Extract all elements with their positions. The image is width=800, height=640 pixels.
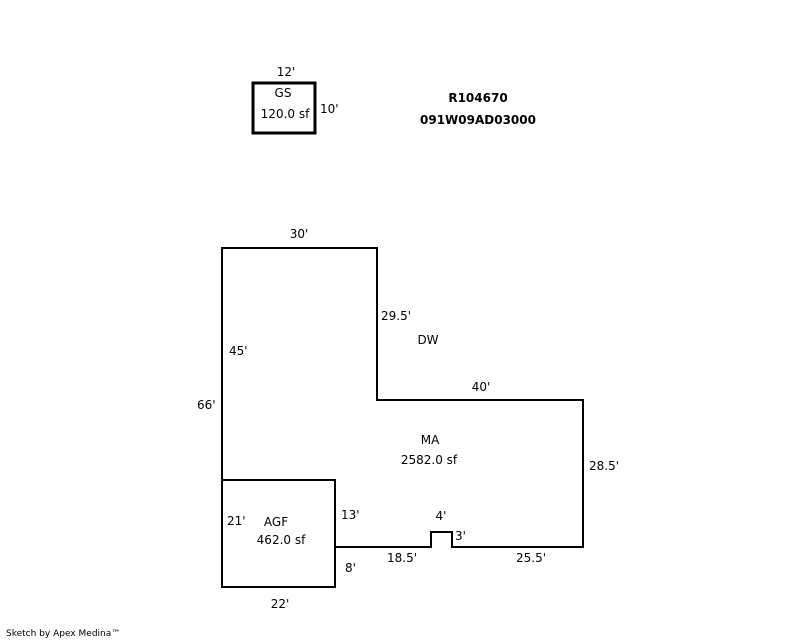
- agf-area: 462.0 sf: [257, 533, 306, 547]
- gs-outline: [251, 81, 317, 135]
- main-dim-bottom-left: 18.5': [387, 551, 417, 565]
- agf-outline: [221, 479, 336, 588]
- main-dim-bottom-right: 25.5': [516, 551, 546, 565]
- agf-dim-left: 21': [227, 514, 246, 528]
- main-dim-right: 28.5': [589, 459, 619, 473]
- ma-area: 2582.0 sf: [401, 453, 458, 467]
- main-dim-top: 30': [290, 227, 309, 241]
- main-dim-notch-side: 3': [455, 529, 466, 543]
- agf-dim-right: 8': [345, 561, 356, 575]
- main-dim-mid-top: 40': [472, 380, 491, 394]
- gs-code: GS: [275, 86, 292, 100]
- gs-area: 120.0 sf: [261, 107, 310, 121]
- main-outline: [221, 247, 584, 548]
- main-dim-notch-top: 4': [436, 509, 447, 523]
- gs-dim-right: 10': [320, 102, 339, 116]
- main-dim-inner-left: 45': [229, 344, 248, 358]
- sketch-credit: Sketch by Apex Medina™: [6, 629, 120, 639]
- parcel-map-number: 091W09AD03000: [420, 113, 536, 127]
- parcel-account: R104670: [448, 91, 507, 105]
- gs-dim-top: 12': [277, 65, 296, 79]
- main-dim-agf-right: 13': [341, 508, 360, 522]
- agf-dim-bottom: 22': [271, 597, 290, 611]
- ma-code: MA: [421, 433, 440, 447]
- main-dim-left: 66': [197, 398, 216, 412]
- dw-code: DW: [417, 333, 438, 347]
- agf-code: AGF: [264, 515, 288, 529]
- main-dim-dw-right: 29.5': [381, 309, 411, 323]
